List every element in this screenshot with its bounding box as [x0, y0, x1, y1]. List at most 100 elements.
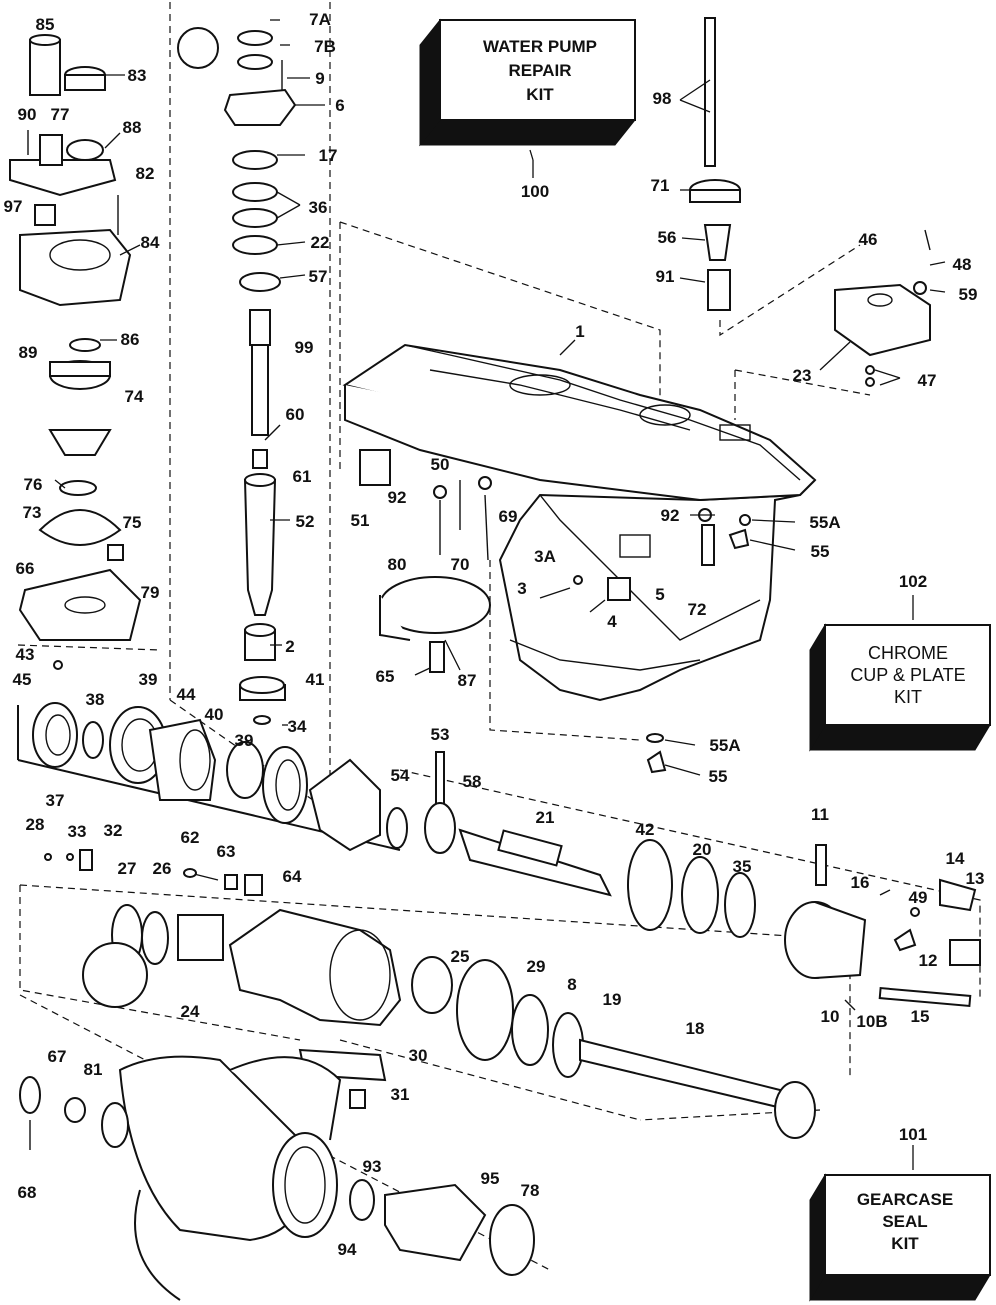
callout-label: 75: [123, 513, 142, 532]
kit-label-line: CHROME: [868, 643, 948, 663]
callout-label: 83: [128, 66, 147, 85]
bearing-housing-parts: [44, 849, 816, 1139]
callout-label: 37: [46, 791, 65, 810]
callout-label: 33: [68, 822, 87, 841]
callout-label: 89: [19, 343, 38, 362]
callout-label: 93: [363, 1157, 382, 1176]
callout-label: 21: [536, 808, 555, 827]
callout-label: 25: [451, 947, 470, 966]
callout-label: 35: [733, 857, 752, 876]
callout-label: 45: [13, 670, 32, 689]
callout-label: 99: [295, 338, 314, 357]
callout-label: 20: [693, 840, 712, 859]
kit-label-line: CUP & PLATE: [850, 665, 965, 685]
callout-label: 92: [388, 488, 407, 507]
callout-label: 36: [309, 198, 328, 217]
callout-label: 11: [811, 805, 829, 824]
gearcase-seal-kit: GEARCASE SEAL KIT: [809, 1145, 991, 1302]
callout-label: 82: [136, 164, 155, 183]
callout-label: 51: [351, 511, 370, 530]
callout-label: 16: [851, 873, 870, 892]
callout-label: 3A: [534, 547, 556, 566]
callout-label: 91: [656, 267, 675, 286]
callout-label: 39: [139, 670, 158, 689]
kit-label-line: WATER PUMP: [483, 37, 597, 56]
callout-label: 40: [205, 705, 224, 724]
callout-label: 9: [315, 69, 324, 88]
callout-label: 67: [48, 1047, 67, 1066]
callout-label: 46: [859, 230, 878, 249]
callout-label: 18: [686, 1019, 705, 1038]
callout-label: 94: [338, 1240, 357, 1259]
callout-label: 90: [18, 105, 37, 124]
callout-label: 30: [409, 1046, 428, 1065]
kit-label-line: GEARCASE: [857, 1190, 953, 1209]
callout-label: 66: [16, 559, 35, 578]
callout-label: 92: [661, 506, 680, 525]
callout-label: 52: [296, 512, 315, 531]
callout-label: 12: [919, 951, 938, 970]
callout-label: 71: [651, 176, 670, 195]
callout-label: 77: [51, 105, 70, 124]
callout-label: 38: [86, 690, 105, 709]
callout-label: 98: [653, 89, 672, 108]
callout-label: 87: [458, 671, 477, 690]
callout-label: 55: [709, 767, 728, 786]
callout-label: 70: [451, 555, 470, 574]
callout-label: 10B: [856, 1012, 887, 1031]
callout-label: 95: [481, 1169, 500, 1188]
callout-label: 23: [793, 366, 812, 385]
callout-label: 88: [123, 118, 142, 137]
callout-label: 3: [517, 579, 526, 598]
callout-label: 8: [567, 975, 576, 994]
callout-label: 26: [153, 859, 172, 878]
kit-label-line: REPAIR: [509, 61, 572, 80]
water-pump-parts: [9, 34, 142, 670]
callout-label: 28: [26, 815, 45, 834]
callout-label: 55A: [809, 513, 840, 532]
callout-label: 6: [335, 96, 344, 115]
callout-label: 62: [181, 828, 200, 847]
callout-label: 85: [36, 15, 55, 34]
callout-label: 54: [391, 766, 410, 785]
gear-train-parts: [17, 702, 981, 1011]
callout-label: 60: [286, 405, 305, 424]
callout-label: 42: [636, 820, 655, 839]
callout-label: 100: [521, 182, 549, 201]
callout-label: 102: [899, 572, 927, 591]
driveshaft-parts: [177, 27, 297, 725]
callout-label: 32: [104, 821, 123, 840]
callout-label: 55A: [709, 736, 740, 755]
kit-label-line: KIT: [891, 1234, 919, 1253]
kit-label-line: KIT: [894, 687, 922, 707]
callout-label: 13: [966, 869, 985, 888]
callout-label: 47: [918, 371, 937, 390]
callout-label: 56: [658, 228, 677, 247]
callout-label: 7A: [309, 10, 331, 29]
callout-label: 49: [909, 888, 928, 907]
callout-label: 1: [575, 322, 584, 341]
callout-label: 22: [311, 233, 330, 252]
water-pump-repair-kit: WATER PUMP REPAIR KIT: [418, 18, 637, 178]
callout-label: 79: [141, 583, 160, 602]
propeller-parts: [19, 1055, 535, 1301]
housing-hardware: [359, 449, 751, 774]
callout-label: 80: [388, 555, 407, 574]
callout-label: 97: [4, 197, 23, 216]
callout-label: 74: [125, 387, 144, 406]
callout-label: 101: [899, 1125, 927, 1144]
callout-label: 76: [24, 475, 43, 494]
callout-label: 15: [911, 1007, 930, 1026]
callout-label: 63: [217, 842, 236, 861]
callout-label: 44: [177, 685, 196, 704]
callout-label: 57: [309, 267, 328, 286]
callout-label: 41: [306, 670, 325, 689]
callout-label: 73: [23, 503, 42, 522]
callout-label: 27: [118, 859, 137, 878]
callout-label: 50: [431, 455, 450, 474]
callout-label: 2: [285, 637, 294, 656]
callout-label: 68: [18, 1183, 37, 1202]
callout-label: 17: [319, 146, 338, 165]
